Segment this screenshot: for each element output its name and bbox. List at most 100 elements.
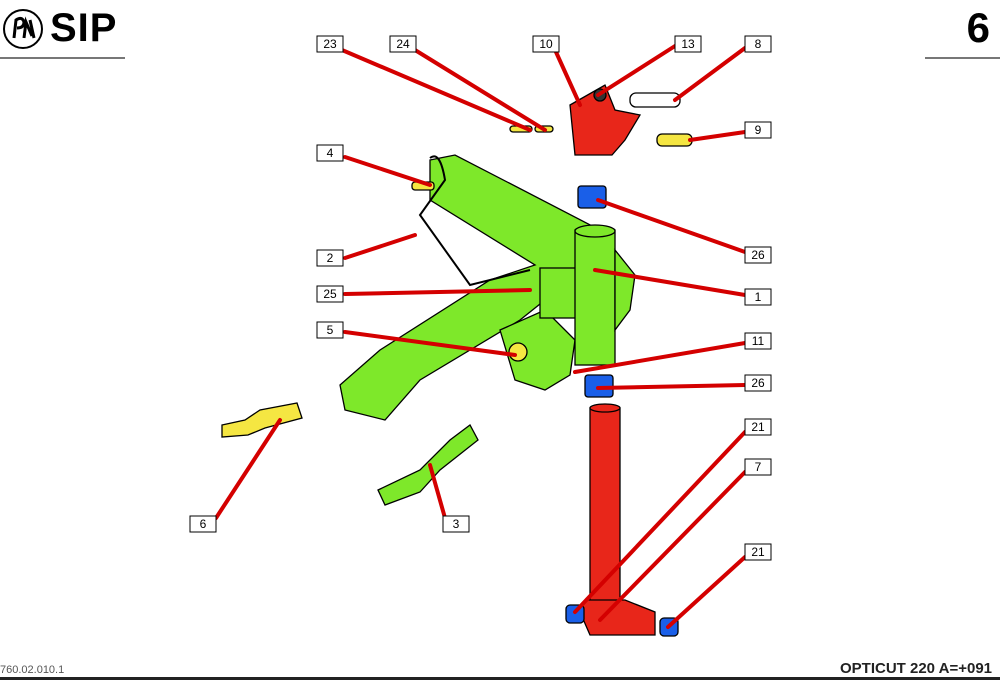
part-pin-6 (221, 402, 303, 438)
callout-number: 8 (755, 37, 762, 51)
callout-number: 11 (752, 334, 765, 348)
leader-lines (214, 44, 747, 629)
leader-line-6 (214, 418, 282, 520)
leader-line-25 (343, 288, 532, 296)
callout-box (744, 458, 772, 476)
document-code: 760.02.010.1 (0, 664, 65, 676)
callout-box (744, 332, 772, 350)
callout-number: 2 (327, 251, 334, 265)
part-column-1 (574, 229, 616, 366)
callout-7: 7 (744, 458, 772, 476)
callout-number: 13 (681, 37, 695, 51)
callout-number: 9 (755, 123, 762, 137)
leader-line-10 (554, 50, 582, 107)
callout-box (316, 249, 344, 267)
part-bushing-26-upper (577, 185, 607, 209)
leader-line-26 (596, 383, 747, 390)
callout-26: 26 (744, 246, 772, 264)
callout-3: 3 (442, 515, 470, 533)
callout-number: 26 (751, 376, 765, 390)
callout-labels: 23 24 10 13 8 9 4 26 2 25 1 5 11 26 21 7 6 3 21 (189, 35, 772, 561)
callout-number: 24 (396, 37, 410, 51)
part-hose-2 (418, 155, 531, 287)
callout-box (744, 418, 772, 436)
page-number: 6 (966, 4, 990, 51)
part-pin-9 (656, 133, 693, 147)
callout-number: 10 (539, 37, 553, 51)
callout-number: 21 (751, 420, 765, 434)
callout-box (744, 374, 772, 392)
bottom-border (0, 677, 1000, 680)
callout-box (189, 515, 217, 533)
parts-drawing (221, 84, 693, 637)
callout-number: 5 (327, 323, 334, 337)
part-post-7 (589, 407, 621, 604)
callout-box (316, 321, 344, 339)
callout-box (316, 285, 344, 303)
leader-line-21 (573, 430, 747, 614)
callout-24: 24 (389, 35, 417, 53)
leader-line-7 (598, 470, 747, 622)
callout-8: 8 (744, 35, 772, 53)
callout-2: 2 (316, 249, 344, 267)
callout-6: 6 (189, 515, 217, 533)
sip-emblem-icon (3, 8, 43, 49)
header-rule-right (925, 57, 1000, 59)
callout-box (744, 288, 772, 306)
callout-21: 21 (744, 418, 772, 436)
leader-line-8 (673, 46, 747, 102)
callout-box (674, 35, 702, 53)
callout-25: 25 (316, 285, 344, 303)
callout-number: 3 (453, 517, 460, 531)
leader-line-4 (343, 155, 432, 187)
callout-box (744, 35, 772, 53)
callout-4: 4 (316, 144, 344, 162)
callout-box (316, 35, 344, 53)
leader-line-21 (666, 555, 747, 629)
callout-1: 1 (744, 288, 772, 306)
callout-box (316, 144, 344, 162)
part-post-foot (579, 599, 656, 636)
callout-5: 5 (316, 321, 344, 339)
sip-logo: SIP (2, 6, 117, 51)
part-bushing-5 (508, 342, 528, 362)
callout-box (389, 35, 417, 53)
callout-number: 23 (323, 37, 337, 51)
callout-21: 21 (744, 543, 772, 561)
callout-number: 1 (755, 290, 762, 304)
leader-line-3 (428, 463, 447, 520)
callout-9: 9 (744, 121, 772, 139)
callout-number: 26 (751, 248, 765, 262)
part-pin-8 (629, 92, 681, 108)
leader-line-1 (593, 268, 747, 297)
part-column-top (574, 224, 616, 238)
leader-line-11 (573, 341, 747, 374)
callout-number: 4 (327, 146, 334, 160)
callout-number: 25 (323, 287, 337, 301)
leader-line-13 (596, 44, 677, 97)
part-post-top (589, 403, 621, 413)
callout-number: 21 (751, 545, 765, 559)
callout-number: 6 (200, 517, 207, 531)
callout-23: 23 (316, 35, 344, 53)
callout-number: 7 (755, 460, 762, 474)
callout-26: 26 (744, 374, 772, 392)
callout-box (744, 121, 772, 139)
part-column-gusset (614, 248, 636, 332)
model-designation: OPTICUT 220 A=+091 (839, 660, 992, 677)
callout-11: 11 (744, 332, 772, 350)
callout-box (532, 35, 560, 53)
callout-13: 13 (674, 35, 702, 53)
brand-name: SIP (50, 6, 118, 50)
leader-line-9 (688, 130, 747, 142)
callout-box (442, 515, 470, 533)
callout-box (744, 543, 772, 561)
leader-line-2 (343, 233, 417, 260)
leader-line-26 (596, 198, 747, 254)
callout-10: 10 (532, 35, 560, 53)
leader-line-5 (343, 330, 517, 357)
leader-line-23 (340, 48, 532, 132)
header-rule-left (0, 57, 125, 59)
callout-box (744, 246, 772, 264)
